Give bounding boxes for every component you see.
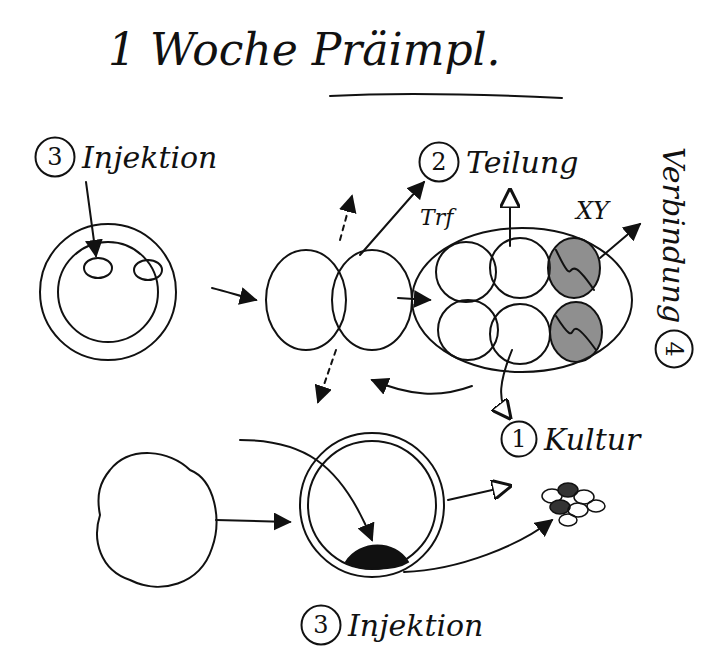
- callout-number: 1: [511, 426, 526, 452]
- callout-ring: [302, 606, 341, 645]
- callout-number: 4: [661, 341, 687, 356]
- blastomere: [436, 242, 496, 302]
- cell: [587, 500, 605, 512]
- leader-arrow: [501, 350, 512, 418]
- note-text: Kultur: [544, 423, 640, 456]
- injection-pointer: [86, 182, 96, 256]
- callout-ring: [420, 143, 459, 182]
- numbered-note: 4 Verbindung: [654, 147, 694, 369]
- morula: [97, 453, 216, 587]
- note-text: Teilung: [466, 146, 578, 179]
- numbered-note: 3 Injektion: [300, 604, 483, 646]
- division-arrow: [318, 350, 336, 402]
- blastomere: [490, 238, 550, 298]
- callout-circle: 1: [500, 420, 538, 458]
- numbered-note: 3 Injektion: [34, 136, 217, 178]
- pronucleus: [84, 258, 112, 278]
- leader-arrow: [404, 520, 552, 572]
- sketch-label: XY: [576, 198, 609, 224]
- note-text: Verbindung: [658, 147, 691, 323]
- injection-pointer: [240, 440, 372, 540]
- step-arrow: [448, 486, 510, 500]
- step-arrow: [212, 288, 256, 300]
- inner-cell-mass: [346, 546, 408, 569]
- numbered-note: 2 Teilung: [418, 141, 578, 183]
- cell: [550, 500, 570, 514]
- callout-circle: 2: [418, 141, 460, 183]
- callout-circle: 3: [34, 136, 76, 178]
- note-text: Injektion: [348, 609, 483, 642]
- diagram-title: 1 Woche Präimpl.: [108, 26, 501, 74]
- callout-ring: [36, 138, 75, 177]
- zygote-inner: [58, 242, 158, 342]
- callout-ring: [502, 422, 537, 457]
- note-text: Injektion: [82, 141, 217, 174]
- cell: [574, 490, 594, 504]
- cell: [559, 514, 577, 526]
- blastocyst-inner: [308, 441, 436, 569]
- scribble: [556, 250, 596, 350]
- leader-arrow: [360, 182, 424, 255]
- sketch-label: Trf: [420, 206, 453, 230]
- cell-cluster: [542, 483, 605, 526]
- numbered-note: 1 Kultur: [500, 420, 640, 458]
- callout-circle: 3: [300, 604, 342, 646]
- callout-number: 3: [47, 144, 62, 170]
- pronucleus: [134, 260, 162, 280]
- callout-ring: [656, 331, 693, 368]
- title-underline: [330, 94, 562, 98]
- blastomere: [332, 250, 412, 350]
- leader-arrow: [600, 224, 640, 258]
- leader-arrow: [509, 190, 511, 246]
- back-arrow: [372, 380, 472, 394]
- callout-number: 3: [313, 612, 328, 638]
- callout-circle: 4: [654, 329, 694, 369]
- zona-outline: [412, 228, 632, 372]
- marked-cell: [550, 302, 602, 362]
- zygote-outer: [40, 224, 176, 360]
- division-arrow: [340, 196, 352, 240]
- blastocyst-outer: [300, 433, 444, 577]
- callout-number: 2: [431, 149, 446, 175]
- step-arrow: [398, 298, 430, 300]
- step-arrow: [216, 520, 290, 522]
- blastomere: [438, 300, 498, 360]
- blastomere: [266, 250, 346, 350]
- blastomere: [490, 304, 550, 364]
